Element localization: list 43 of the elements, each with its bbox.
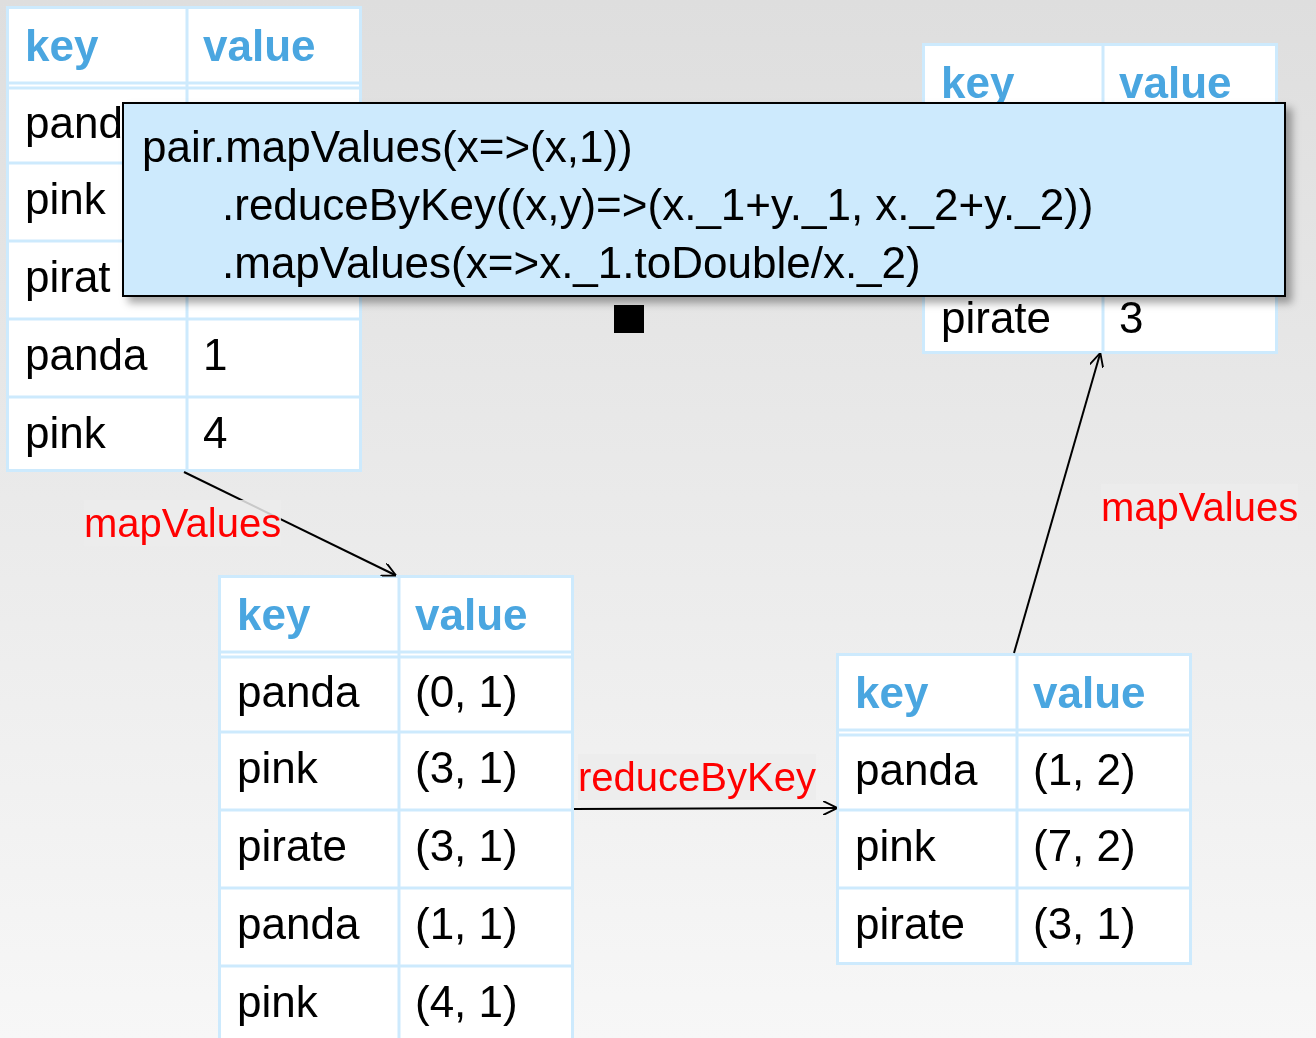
key-text: pink (237, 977, 318, 1027)
key-text: pirate (941, 293, 1052, 343)
column-header: value (1119, 58, 1232, 108)
edge-label: reduceByKey (578, 754, 816, 800)
code-line: .reduceByKey((x,y)=>(x._1+y._1, x._2+y._2)) (222, 179, 1094, 231)
key-text: pand (25, 98, 123, 148)
code-line: .mapValues(x=>x._1.toDouble/x._2) (222, 237, 921, 289)
key-text: pirate (237, 821, 348, 871)
arrow (573, 800, 839, 816)
key-text: pink (237, 743, 318, 793)
key-text: pirate (855, 899, 966, 949)
key-text: panda (237, 667, 360, 717)
value-text: (1, 1) (415, 899, 518, 949)
value-text: (4, 1) (415, 977, 518, 1027)
key-text: pirat (25, 252, 111, 302)
key-text: pink (25, 408, 106, 458)
column-header: value (415, 590, 528, 640)
arrow (1013, 351, 1105, 654)
edge-label: mapValues (84, 500, 282, 546)
value-text: 3 (1119, 293, 1144, 343)
value-text: (3, 1) (1033, 899, 1136, 949)
data-table (836, 653, 1192, 965)
code-line: pair.mapValues(x=>(x,1)) (142, 121, 633, 173)
value-text: (3, 1) (415, 821, 518, 871)
key-text: panda (855, 745, 978, 795)
column-header: key (25, 21, 99, 71)
data-table (218, 575, 574, 1038)
key-text: pink (855, 821, 936, 871)
value-text: (0, 1) (415, 667, 518, 717)
value-text: (7, 2) (1033, 821, 1136, 871)
key-text: panda (237, 899, 360, 949)
column-header: key (941, 58, 1015, 108)
column-header: value (203, 21, 316, 71)
column-header: key (855, 668, 929, 718)
code-tooltip (122, 102, 1286, 297)
column-header: value (1033, 668, 1146, 718)
key-text: panda (25, 330, 148, 380)
key-text: pink (25, 174, 106, 224)
value-text: (3, 1) (415, 743, 518, 793)
value-text: (1, 2) (1033, 745, 1136, 795)
column-header: key (237, 590, 311, 640)
value-text: 1 (203, 330, 228, 380)
value-text: 4 (203, 408, 228, 458)
